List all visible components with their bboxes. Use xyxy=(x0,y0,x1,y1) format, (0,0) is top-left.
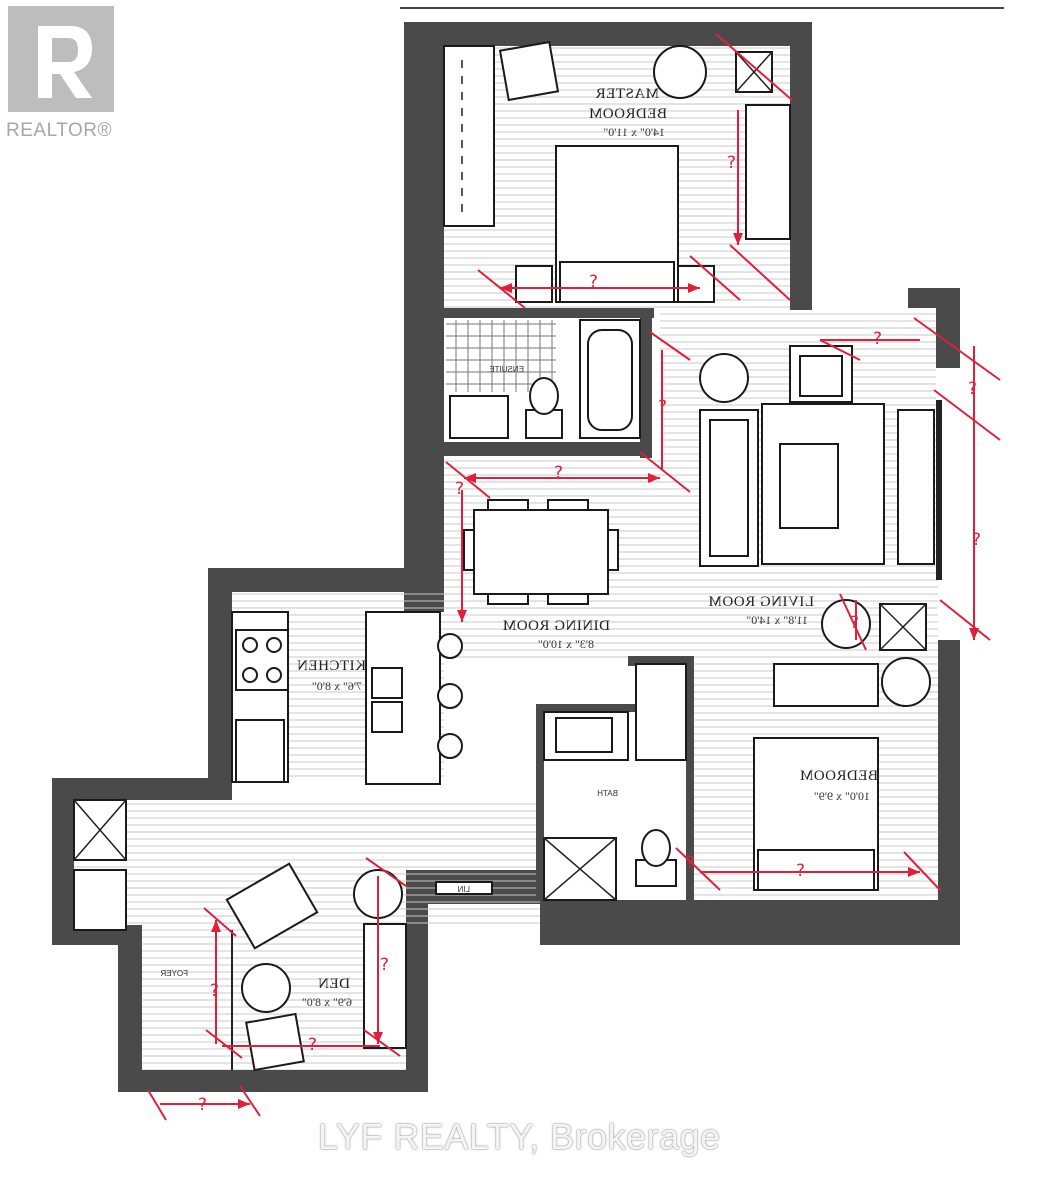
question-mark-10: ? xyxy=(796,861,805,881)
question-mark-11: ? xyxy=(686,853,695,873)
bedroom-furniture xyxy=(753,599,931,891)
ensuite-fixtures xyxy=(446,319,641,439)
dining-room-dimensions: 8'3" x 10'0" xyxy=(538,637,594,651)
kitchen-label: KITCHEN xyxy=(297,658,366,674)
bedroom-dimensions: 10'0" x 9'9" xyxy=(814,789,870,803)
linen-label: LIN xyxy=(457,885,470,894)
interior-walls xyxy=(444,308,694,900)
dining-furniture xyxy=(463,499,619,605)
den-furniture xyxy=(225,862,407,1072)
question-mark-4: ? xyxy=(554,463,563,483)
bedroom-label: BEDROOM xyxy=(799,768,878,784)
room-labels: MASTER BEDROOM 14'0" x 11'0" ENSUITE LIV… xyxy=(160,86,878,1009)
bath-label: BATH xyxy=(597,789,618,798)
question-mark-12: ? xyxy=(380,955,389,975)
living-room-furniture xyxy=(699,345,942,580)
master-bedroom-label-2: BEDROOM xyxy=(588,106,667,122)
ensuite-label: ENSUITE xyxy=(489,365,524,374)
foyer-label: FOYER xyxy=(160,969,188,978)
realtor-logo-icon xyxy=(8,6,114,112)
red-annotations: ? ? ? ? ? ? ? ? ? ? ? ? ? ? ? xyxy=(147,33,1001,1121)
question-mark-2: ? xyxy=(589,272,598,292)
question-mark-1: ? xyxy=(727,153,736,173)
question-mark-9: ? xyxy=(850,613,859,633)
question-mark-13: ? xyxy=(210,981,219,1001)
question-mark-5: ? xyxy=(455,479,464,499)
realtor-logo-text: REALTOR® xyxy=(6,120,112,141)
living-room-label: LIVING ROOM xyxy=(708,594,814,610)
question-mark-8: ? xyxy=(972,530,981,550)
realtor-logo: REALTOR® xyxy=(6,6,118,146)
living-room-dimensions: 11'8" x 14'0" xyxy=(746,613,808,627)
question-mark-14: ? xyxy=(308,1035,317,1055)
foyer-fixtures xyxy=(73,799,493,931)
master-bedroom-label-1: MASTER xyxy=(595,86,659,102)
question-mark-7: ? xyxy=(968,379,977,399)
master-bedroom-furniture xyxy=(443,40,791,303)
question-mark-6: ? xyxy=(873,329,882,349)
den-dimensions: 6'9" x 8'0" xyxy=(302,995,352,1009)
dining-room-label: DINING ROOM xyxy=(502,618,610,634)
master-bedroom-dimensions: 14'0" x 11'0" xyxy=(603,125,665,139)
question-mark-3: ? xyxy=(658,397,667,417)
brokerage-watermark: LYF REALTY, Brokerage xyxy=(318,1116,721,1157)
kitchen-dimensions: 7'6" x 8'0" xyxy=(312,679,362,693)
den-label: DEN xyxy=(318,976,350,992)
question-mark-15: ? xyxy=(198,1095,207,1115)
bath-fixtures xyxy=(543,663,687,901)
kitchen-fixtures xyxy=(231,611,463,785)
